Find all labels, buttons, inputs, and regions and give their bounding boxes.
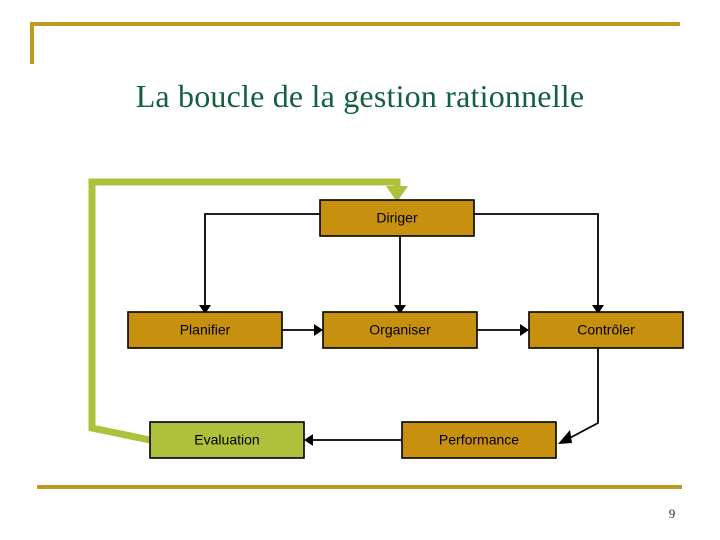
management-loop-diagram: Diriger Planifier Organiser Contrôler Ev… (88, 178, 684, 459)
decorative-top-rule (30, 22, 680, 26)
connector-diriger-to-controler (474, 213, 604, 314)
arrowhead-right-icon (314, 324, 323, 336)
node-label-performance: Performance (439, 432, 519, 448)
page-title: La boucle de la gestion rationnelle (135, 78, 585, 114)
page-number: 9 (668, 506, 676, 521)
node-evaluation[interactable]: Evaluation (149, 421, 305, 459)
arrowhead-right-icon (520, 324, 529, 336)
decorative-left-rule (30, 22, 34, 64)
node-planifier[interactable]: Planifier (127, 311, 283, 349)
node-label-planifier: Planifier (180, 322, 231, 338)
connector-controler-to-performance (558, 348, 599, 444)
decorative-bottom-rule (37, 485, 682, 489)
node-label-evaluation: Evaluation (194, 432, 259, 448)
arrowhead-down-icon (394, 305, 406, 314)
node-label-controler: Contrôler (577, 322, 635, 338)
connector-diriger-to-organiser (394, 236, 406, 314)
arrowhead-down-icon (592, 305, 604, 314)
arrowhead-downleft-icon (558, 430, 572, 444)
connector-evaluation-to-diriger (88, 178, 408, 444)
connector-performance-to-evaluation (304, 434, 402, 446)
connector-organiser-to-controler (477, 324, 529, 336)
node-performance[interactable]: Performance (401, 421, 557, 459)
node-diriger[interactable]: Diriger (319, 199, 475, 237)
arrowhead-left-icon (304, 434, 313, 446)
node-label-organiser: Organiser (369, 322, 431, 338)
node-label-diriger: Diriger (376, 210, 418, 226)
connector-diriger-to-planifier (199, 213, 320, 314)
node-controler[interactable]: Contrôler (528, 311, 684, 349)
arrowhead-down-icon (386, 186, 408, 202)
node-organiser[interactable]: Organiser (322, 311, 478, 349)
arrowhead-down-icon (199, 305, 211, 314)
connector-planifier-to-organiser (282, 324, 323, 336)
